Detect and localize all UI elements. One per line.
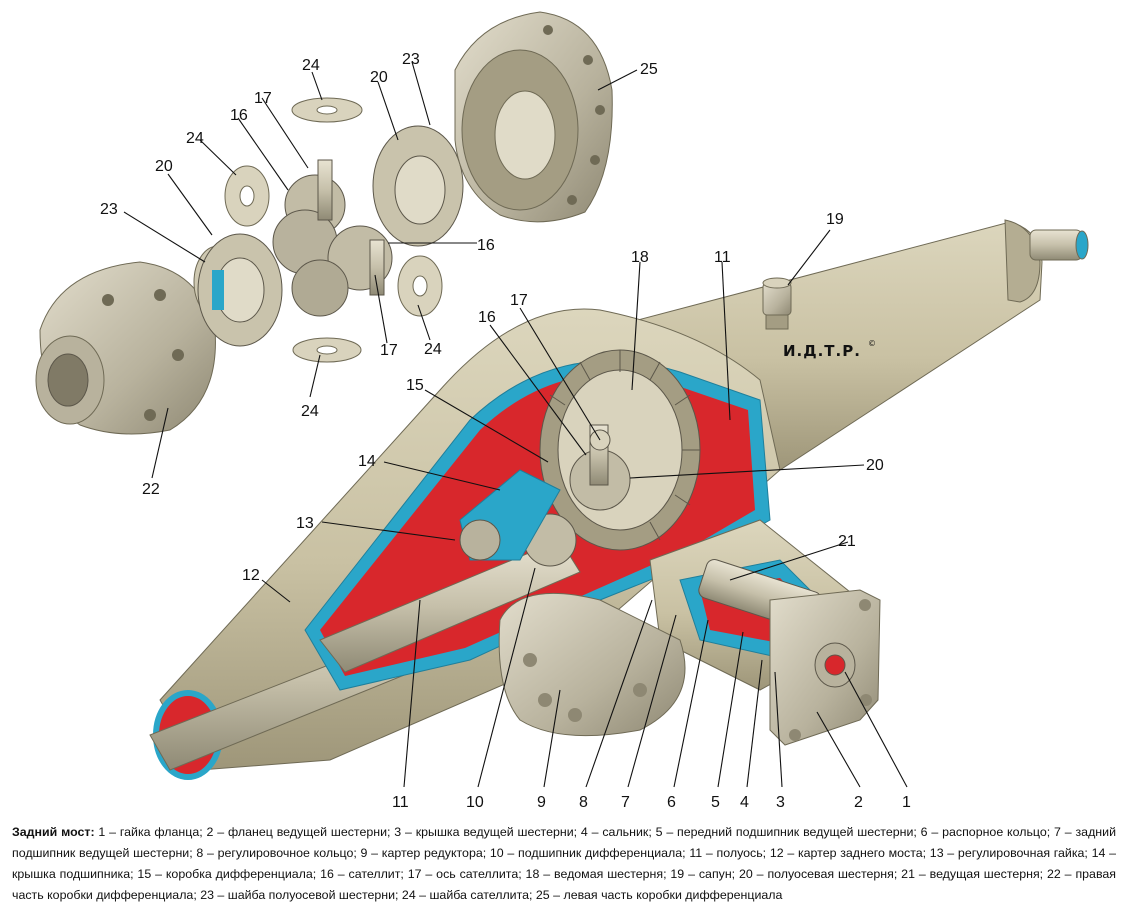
caption-body: 1 – гайка фланца; 2 – фланец ведущей шес… bbox=[12, 825, 1116, 902]
callout-20-left: 20 bbox=[155, 158, 173, 175]
callout-9: 9 bbox=[537, 794, 546, 811]
differential-gears bbox=[523, 424, 631, 567]
satellite-washer-right bbox=[397, 255, 443, 317]
callout-23-top: 23 bbox=[402, 51, 420, 68]
callout-15: 15 bbox=[406, 377, 424, 394]
callout-24-bottom: 24 bbox=[301, 403, 319, 420]
pinion-flange bbox=[769, 589, 881, 746]
trademark-symbol: © bbox=[868, 339, 876, 348]
satellite-gear-set bbox=[272, 159, 393, 317]
callout-10: 10 bbox=[466, 794, 484, 811]
satellite-washer-left bbox=[224, 165, 270, 227]
satellite-washer-top bbox=[291, 97, 363, 123]
trademark-text: И.Д.Т.Р. bbox=[783, 342, 861, 360]
callout-16-exploded: 16 bbox=[230, 107, 248, 124]
callout-labels: 1 2 3 4 5 6 7 8 9 10 11 11 12 13 14 15 1… bbox=[100, 51, 911, 811]
callout-22: 22 bbox=[142, 481, 160, 498]
exploded-parts bbox=[35, 11, 613, 435]
callout-16-cutaway: 16 bbox=[478, 309, 496, 326]
callout-21: 21 bbox=[838, 533, 856, 550]
callout-6: 6 bbox=[667, 794, 676, 811]
callout-17-top: 17 bbox=[254, 90, 272, 107]
callout-19: 19 bbox=[826, 211, 844, 228]
callout-17-bottom: 17 bbox=[380, 342, 398, 359]
callout-20-cutaway: 20 bbox=[866, 457, 884, 474]
reducer-housing bbox=[498, 592, 686, 737]
callout-24-right: 24 bbox=[424, 341, 442, 358]
right-axle-shaft-end bbox=[1029, 229, 1083, 261]
bearing-cap bbox=[459, 469, 561, 561]
callout-24-top: 24 bbox=[302, 57, 320, 74]
callout-1: 1 bbox=[902, 794, 911, 811]
callout-11-bottom: 11 bbox=[392, 794, 409, 811]
inner-axle-shaft bbox=[319, 539, 581, 673]
side-gear-upper bbox=[372, 125, 464, 247]
callout-23-left: 23 bbox=[100, 201, 118, 218]
callout-4: 4 bbox=[740, 794, 749, 811]
axle-housing: И.Д.Т.Р. © bbox=[149, 219, 1089, 780]
side-gear-left bbox=[197, 233, 283, 347]
callout-25: 25 bbox=[640, 61, 658, 78]
callout-14: 14 bbox=[358, 453, 376, 470]
callout-17-cutaway: 17 bbox=[510, 292, 528, 309]
callout-18: 18 bbox=[631, 249, 649, 266]
callout-12: 12 bbox=[242, 567, 260, 584]
callout-2: 2 bbox=[854, 794, 863, 811]
figure-caption: Задний мост: 1 – гайка фланца; 2 – флане… bbox=[12, 822, 1116, 906]
callout-8: 8 bbox=[579, 794, 588, 811]
callout-16-right: 16 bbox=[477, 237, 495, 254]
leader-lines bbox=[123, 61, 908, 788]
breather-vent bbox=[762, 277, 792, 330]
callout-13: 13 bbox=[296, 515, 314, 532]
callout-11-top: 11 bbox=[714, 249, 731, 266]
satellite-washer-bottom bbox=[292, 337, 362, 363]
callout-3: 3 bbox=[776, 794, 785, 811]
callout-5: 5 bbox=[711, 794, 720, 811]
callout-20-top: 20 bbox=[370, 69, 388, 86]
callout-24-left: 24 bbox=[186, 130, 204, 147]
right-differential-case bbox=[35, 261, 216, 435]
callout-7: 7 bbox=[621, 794, 630, 811]
caption-title: Задний мост: bbox=[12, 825, 95, 839]
right-shaft-tip bbox=[1075, 230, 1089, 260]
left-differential-case bbox=[454, 11, 613, 223]
